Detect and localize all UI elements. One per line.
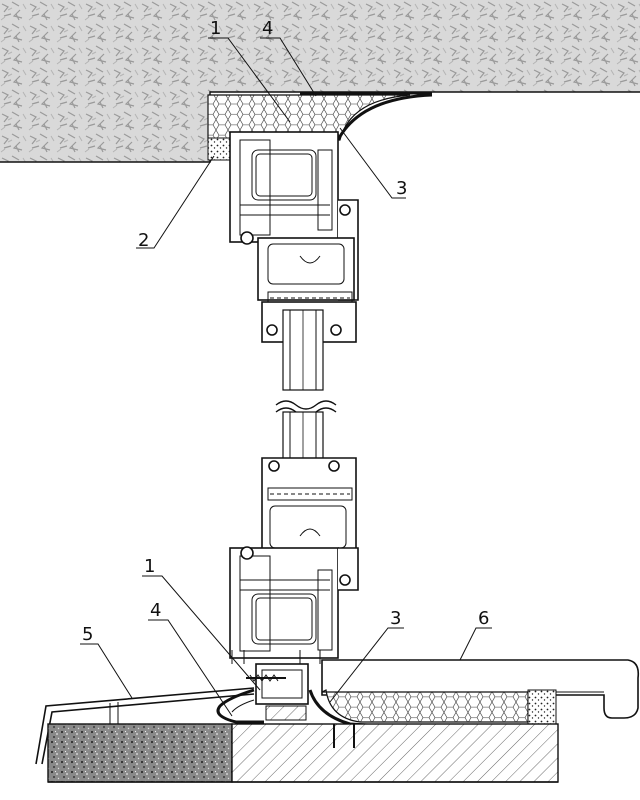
callout-label: 6 (478, 608, 489, 629)
upper-sash-profile (257, 237, 357, 343)
callout-bottom-4: 4 (148, 600, 233, 717)
callout-label: 3 (396, 178, 407, 199)
callout-top-2: 2 (136, 155, 215, 251)
callouts: 1 4 3 2 1 4 5 (80, 18, 492, 717)
callout-top-1: 1 (208, 18, 291, 123)
callout-bottom-5: 5 (80, 624, 133, 699)
lower-frame-profile (229, 546, 359, 664)
sill-foam-insulation (308, 689, 557, 728)
wall-base (47, 723, 559, 783)
callout-bottom-3: 3 (329, 608, 404, 703)
sill-support-profile (246, 663, 309, 721)
callout-label: 5 (82, 624, 93, 645)
callout-label: 1 (144, 556, 155, 577)
callout-label: 4 (262, 18, 273, 39)
callout-top-3: 3 (339, 127, 407, 199)
callout-top-4: 4 (260, 18, 317, 97)
glazing-unit-upper (282, 309, 324, 391)
callout-bottom-1: 1 (142, 556, 261, 691)
callout-label: 3 (390, 608, 401, 629)
exterior-drip-sill (35, 687, 255, 765)
lower-sash-profile (261, 457, 357, 561)
callout-label: 2 (138, 230, 149, 251)
callout-bottom-6: 6 (459, 608, 492, 661)
callout-label: 1 (210, 18, 221, 39)
callout-label: 4 (150, 600, 161, 621)
head-foam-insulation (207, 91, 433, 161)
